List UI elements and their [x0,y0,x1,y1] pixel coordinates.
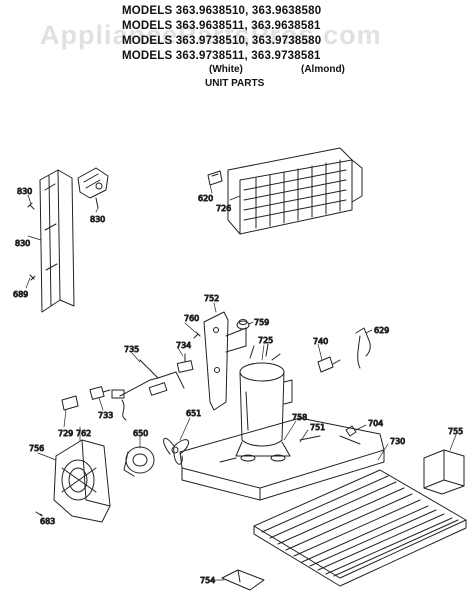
label-629: 629 [374,326,389,335]
part-725-compressor [235,343,293,457]
part-754-bracket [221,569,265,591]
label-735: 735 [124,345,139,354]
color-almond-label: (Almond) [301,64,345,75]
part-620-plug [207,170,223,186]
label-683: 683 [40,517,55,526]
part-726-condenser [227,147,363,235]
callout-labels: 830 830 830 689 620 726 752 760 759 725 … [13,187,464,586]
part-755-pan [423,449,465,495]
part-base-pan [179,417,385,501]
label-734: 734 [176,341,191,350]
model-line-2: MODELS 363.9638511, 363.9638581 [122,20,321,32]
label-830-clip: 830 [90,215,105,224]
part-740-relay [317,356,341,373]
model-line-1: MODELS 363.9638510, 363.9638580 [122,5,322,17]
label-726: 726 [216,204,231,213]
label-755: 755 [448,427,463,436]
part-704-clip [345,425,357,437]
screw-689 [29,274,36,281]
label-689: 689 [13,290,28,299]
part-735-harness [111,359,185,421]
part-733-connector [89,386,111,400]
screw-683 [35,511,43,517]
label-759: 759 [254,318,269,327]
color-white-label: (White) [209,64,243,75]
label-830-screw: 830 [17,187,32,196]
part-762-shroud [53,439,111,523]
part-759-grommet [236,319,250,330]
label-758: 758 [292,413,307,422]
part-758-grommets [240,454,286,462]
model-line-4: MODELS 363.9738511, 363.9738581 [122,50,321,62]
part-760-screw [193,331,201,339]
label-725: 725 [258,336,273,345]
label-650: 650 [133,429,148,438]
label-729: 729 [58,429,73,438]
watermark: AppliancePartsPros.com [40,20,382,50]
label-762: 762 [76,429,91,438]
part-730-coil [253,469,467,587]
label-651: 651 [186,409,201,418]
part-752-bracket [203,311,247,411]
label-756: 756 [29,444,44,453]
part-734-connector [176,353,194,373]
part-729-block [61,395,79,411]
part-830-channel [39,169,75,313]
part-830-clip [77,167,109,209]
screw-830 [27,202,35,210]
label-752: 752 [204,294,219,303]
label-760: 760 [184,314,199,323]
diagram-title: UNIT PARTS [205,78,265,89]
part-629-wire [355,327,371,369]
label-620: 620 [198,194,213,203]
diagram-header: AppliancePartsPros.com MODELS 363.963851… [0,0,476,95]
label-733: 733 [98,411,113,420]
label-740: 740 [313,337,328,346]
label-730: 730 [390,437,405,446]
part-651-fan-blade [163,437,189,465]
label-704: 704 [368,419,383,428]
leader-lines [25,184,457,581]
label-830-channel: 830 [15,239,30,248]
part-650-fan-motor [123,446,155,477]
label-754: 754 [200,576,215,585]
model-line-3: MODELS 363.9738510, 363.9738580 [122,35,322,47]
label-751: 751 [310,423,325,432]
